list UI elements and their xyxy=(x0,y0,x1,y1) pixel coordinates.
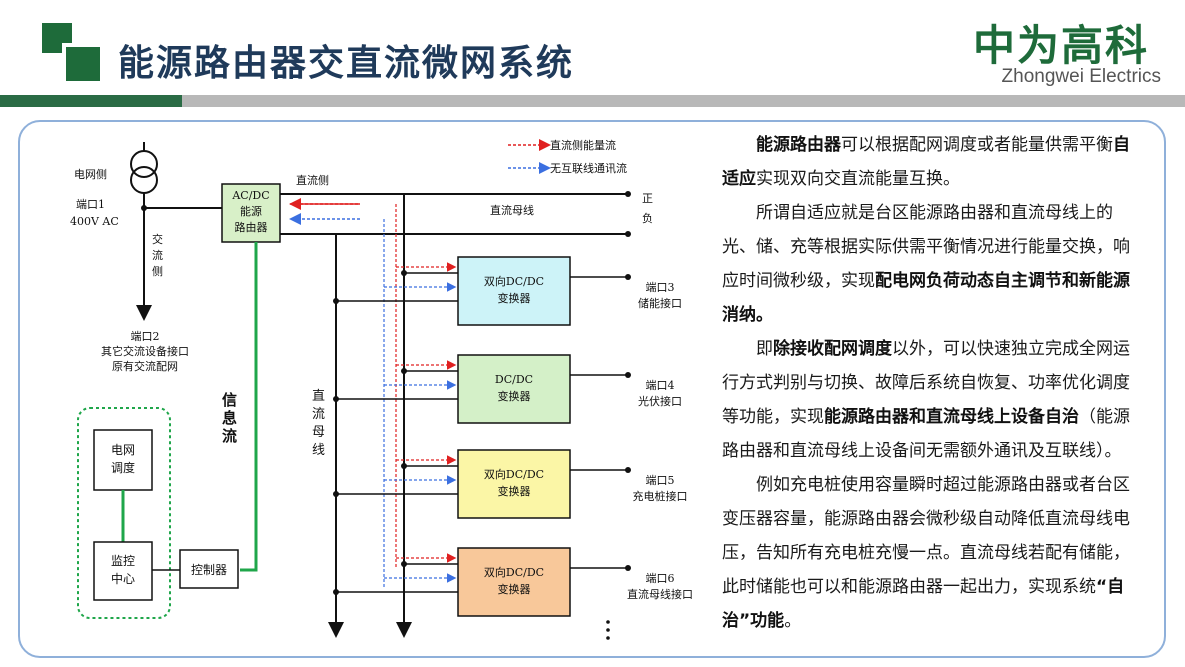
converter-4-label-1: 变换器 xyxy=(498,389,531,403)
controller-label: 控制器 xyxy=(191,563,227,577)
monitor-center-box xyxy=(93,541,153,601)
port2-desc-1: 其它交流设备接口 xyxy=(101,344,189,358)
info-flow-label-3: 流 xyxy=(222,427,237,445)
p2-run-1: 配电网负荷动态自主调节和新能源消纳。 xyxy=(722,271,1130,325)
converter-4-port-label-1: 光伏接口 xyxy=(638,394,682,408)
system-diagram: 直流侧能量流 无互联线通讯流 电网侧 端口1 400V AC 交 流 侧 端口2… xyxy=(70,138,693,640)
converter-5-label-0: 双向DC/DC xyxy=(484,467,544,481)
converter-4-label-0: DC/DC xyxy=(495,373,533,386)
dc-bus-label: 直流母线 xyxy=(490,203,534,217)
controller-box xyxy=(179,549,239,589)
header-bar-green xyxy=(0,95,182,107)
converter-5-port-label-1: 充电桩接口 xyxy=(633,489,688,503)
control-dashed-group xyxy=(77,407,171,619)
converter-6-port-label-1: 直流母线接口 xyxy=(627,587,693,601)
monitor-center-label-1: 监控 xyxy=(111,554,135,568)
energy-router-box xyxy=(221,183,281,243)
paragraph-3: 即除接收配网调度以外，可以快速独立完成全网运行方式判别与切换、故障后系统自恢复、… xyxy=(722,332,1142,468)
p3-run-1: 除接收配网调度 xyxy=(773,339,892,359)
transformer-icon-2 xyxy=(130,166,158,194)
grid-dispatch-label-2: 调度 xyxy=(111,460,135,475)
transformer-icon xyxy=(130,150,158,178)
paragraph-1: 能源路由器可以根据配网调度或者能量供需平衡自适应实现双向交直流能量互换。 xyxy=(722,128,1142,196)
brand-name-cn: 中为高科 xyxy=(972,21,1149,70)
converter-3-port-label-1: 储能接口 xyxy=(638,296,682,310)
info-flow-line xyxy=(240,242,258,572)
port1-voltage-label: 400V AC xyxy=(70,215,119,228)
page-title: 能源路由器交直流微网系统 xyxy=(118,43,575,84)
header-bar-gray xyxy=(182,95,1185,107)
converter-6-port-label-0: 端口6 xyxy=(646,572,675,585)
port2-desc-2: 原有交流配网 xyxy=(112,359,178,373)
converter-group: 双向DC/DC变换器端口3储能接口DC/DC变换器端口4光伏接口双向DC/DC变… xyxy=(333,256,693,617)
p1-run-2: 自适应 xyxy=(722,135,1130,189)
p3-run-4: （能源路由器和直流母线上设备间无需额外通讯及互联线）。 xyxy=(722,407,1130,461)
grid-dispatch-box xyxy=(93,429,153,491)
dc-bus-vertical-4: 线 xyxy=(312,443,325,458)
dc-bus-vertical-1: 直 xyxy=(312,389,325,404)
positive-label: 正 xyxy=(642,192,653,205)
ac-side-label-1: 交 xyxy=(152,232,163,246)
paragraph-2: 所谓自适应就是台区能源路由器和直流母线上的光、储、充等根据实际供需平衡情况进行能… xyxy=(722,196,1142,332)
monitor-center-label-2: 中心 xyxy=(111,571,135,586)
legend-dc-flow-label: 直流侧能量流 xyxy=(550,138,616,152)
converter-box-6 xyxy=(457,547,571,617)
grid-dispatch-label-1: 电网 xyxy=(111,443,135,457)
ac-side-label-3: 侧 xyxy=(152,265,163,278)
logo-square-icon-2 xyxy=(62,43,100,81)
header: 能源路由器交直流微网系统 中为高科 Zhongwei Electrics xyxy=(0,0,1185,110)
port2-label: 端口2 xyxy=(131,330,160,343)
converter-6-label-1: 变换器 xyxy=(498,582,531,596)
p1-run-3: 实现双向交直流能量互换。 xyxy=(756,169,960,189)
negative-label: 负 xyxy=(642,211,653,225)
info-flow-label-1: 信 xyxy=(222,391,237,409)
dc-bus-vertical-3: 母 xyxy=(312,425,325,440)
brand-name-en: Zhongwei Electrics xyxy=(1001,66,1161,87)
converter-3-label-1: 变换器 xyxy=(498,291,531,305)
info-flow-label-2: 息 xyxy=(222,409,237,427)
dc-bus-vertical-2: 流 xyxy=(312,407,325,422)
paragraph-4: 例如充电桩使用容量瞬时超过能源路由器或者台区变压器容量，能源路由器会微秒级自动降… xyxy=(722,468,1142,638)
converter-box-5 xyxy=(457,449,571,519)
p3-run-3: 能源路由器和直流母线上设备自治 xyxy=(824,407,1079,427)
p1-run-1: 可以根据配网调度或者能量供需平衡 xyxy=(841,135,1113,155)
converter-5-label-1: 变换器 xyxy=(498,484,531,498)
dc-side-label: 直流侧 xyxy=(296,173,329,187)
p1-run-0: 能源路由器 xyxy=(756,135,841,155)
router-label-3: 路由器 xyxy=(235,220,268,234)
converter-3-port-label-0: 端口3 xyxy=(646,281,675,294)
grid-side-label: 电网侧 xyxy=(74,168,107,181)
legend-comm-flow-label: 无互联线通讯流 xyxy=(550,161,627,175)
router-label-1: AC/DC xyxy=(231,189,269,202)
p4-run-0: 例如充电桩使用容量瞬时超过能源路由器或者台区变压器容量，能源路由器会微秒级自动降… xyxy=(722,475,1130,597)
ac-side-label-2: 流 xyxy=(152,248,163,262)
p4-run-2: 。 xyxy=(784,611,802,631)
p4-run-1: “自治”功能 xyxy=(722,577,1125,631)
converter-box-3 xyxy=(457,256,571,326)
p2-run-0: 所谓自适应就是台区能源路由器和直流母线上的光、储、充等根据实际供需平衡情况进行能… xyxy=(722,203,1130,291)
converter-5-port-label-0: 端口5 xyxy=(646,474,675,487)
converter-6-label-0: 双向DC/DC xyxy=(484,565,544,579)
converter-3-label-0: 双向DC/DC xyxy=(484,274,544,288)
router-label-2: 能源 xyxy=(240,204,262,218)
p3-run-2: 以外，可以快速独立完成全网运行方式判别与切换、故障后系统自恢复、功率优化调度等功… xyxy=(722,339,1130,427)
converter-box-4 xyxy=(457,354,571,424)
port1-label: 端口1 xyxy=(76,198,105,211)
description-text: 能源路由器可以根据配网调度或者能量供需平衡自适应实现双向交直流能量互换。 所谓自… xyxy=(722,128,1142,638)
p3-run-0: 即 xyxy=(756,339,773,359)
converter-4-port-label-0: 端口4 xyxy=(646,379,675,392)
